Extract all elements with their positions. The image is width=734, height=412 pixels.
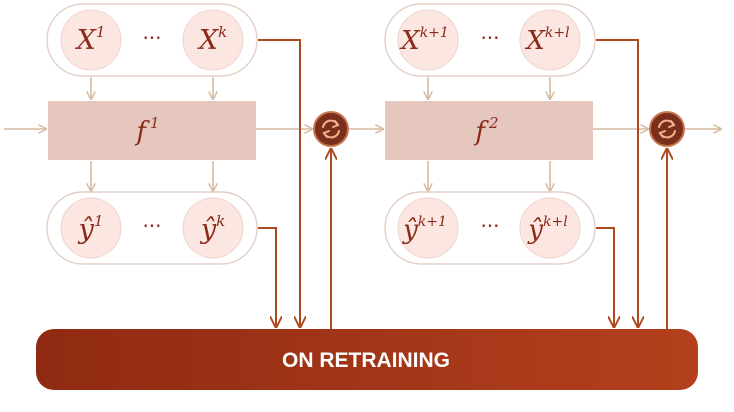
- stage-1-inputs-to-retraining-arrow: [258, 39, 300, 327]
- refresh-icon: [322, 119, 340, 139]
- stage-1-output-ellipsis: ···: [142, 214, 161, 238]
- stage-1-output-last-label: ŷk: [200, 212, 225, 245]
- stage-2-output-last-label: ŷk+l: [527, 214, 567, 245]
- stage-2-output-node-last: [519, 197, 581, 259]
- stage-2-input-ellipsis: ···: [480, 26, 499, 50]
- stage-1-retrain-node: [313, 111, 349, 147]
- stage-1-output-first-label: ŷ1: [78, 212, 104, 245]
- stage-2-input-node-last: [519, 9, 581, 71]
- stage-1-outputs-to-retraining-arrow: [258, 227, 276, 327]
- stage-2-output-node-first: [397, 197, 459, 259]
- retraining-bar: [36, 329, 698, 390]
- stage-1-input-node-last: [182, 9, 244, 71]
- stage-2-input-first-label: Xk+1: [399, 25, 449, 56]
- stage-2-retrain-node: [649, 111, 685, 147]
- stage-2-output-ellipsis: ···: [480, 214, 499, 238]
- stage-2-output-first-label: ŷk+1: [402, 214, 447, 245]
- stage-2-outputs-to-retraining-arrow: [596, 227, 614, 327]
- retraining-bar-label: ON RETRAINING: [282, 349, 450, 372]
- stage-1-input-ellipsis: ···: [142, 26, 161, 50]
- stage-1-input-last-label: Xk: [197, 23, 227, 56]
- stage-1-input-node-first: [60, 9, 122, 71]
- refresh-icon: [658, 119, 676, 139]
- stage-1-output-node-first: [60, 197, 122, 259]
- stage-2-input-node-first: [397, 9, 459, 71]
- stage-2-inputs-to-retraining-arrow: [596, 39, 638, 327]
- stage-2-model-box: [385, 101, 593, 160]
- stage-2-input-last-label: Xk+l: [524, 25, 569, 56]
- stage-1-model-box: [48, 101, 256, 160]
- stage-1-output-node-last: [182, 197, 244, 259]
- stage-1-input-first-label: X1: [75, 23, 106, 56]
